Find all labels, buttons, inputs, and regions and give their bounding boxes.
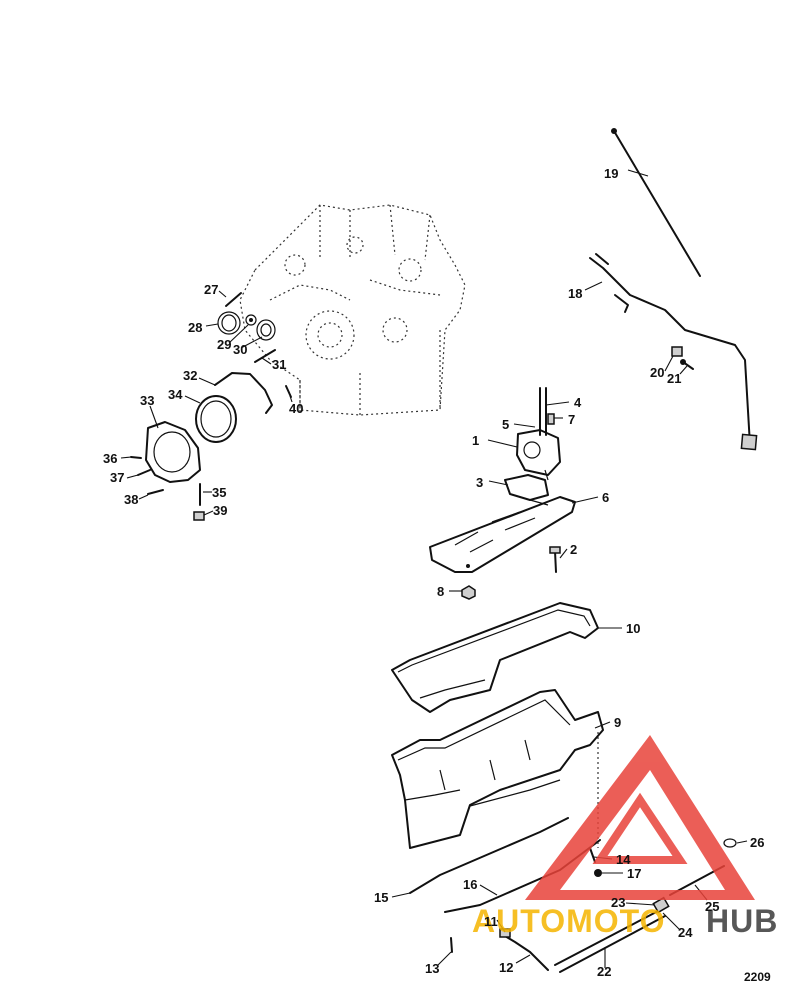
figure-number: 2209 — [744, 970, 771, 984]
windage-tray — [429, 496, 576, 600]
oil-pan-gasket — [391, 602, 599, 713]
part-label-3: 3 — [476, 475, 483, 490]
part-label-29: 29 — [217, 337, 231, 352]
part-label-28: 28 — [188, 320, 202, 335]
bracket-bolts — [671, 346, 694, 370]
dipstick — [611, 128, 701, 277]
part-label-5: 5 — [502, 417, 509, 432]
part-label-34: 34 — [168, 387, 183, 402]
part-label-38: 38 — [124, 492, 138, 507]
part-label-22: 22 — [597, 964, 611, 979]
part-label-18: 18 — [568, 286, 582, 301]
part-label-23: 23 — [611, 895, 625, 910]
watermark-text-hub: HUB — [706, 903, 778, 939]
oil-pump-assembly — [504, 387, 561, 501]
part-label-36: 36 — [103, 451, 117, 466]
part-label-35: 35 — [212, 485, 226, 500]
part-label-40: 40 — [289, 401, 303, 416]
part-label-39: 39 — [213, 503, 227, 518]
part-label-20: 20 — [650, 365, 664, 380]
part-label-24: 24 — [678, 925, 693, 940]
part-label-16: 16 — [463, 877, 477, 892]
rear-seal-components — [130, 292, 292, 521]
leader-lines — [120, 290, 748, 968]
part-label-27: 27 — [204, 282, 218, 297]
part-label-15: 15 — [374, 890, 388, 905]
part-label-17: 17 — [627, 866, 641, 881]
part-label-6: 6 — [602, 490, 609, 505]
dipstick-tube — [584, 253, 758, 451]
part-label-10: 10 — [626, 621, 640, 636]
engine-block-outline — [239, 204, 466, 416]
part-label-32: 32 — [183, 368, 197, 383]
part-label-21: 21 — [667, 371, 681, 386]
part-label-25: 25 — [705, 899, 719, 914]
part-label-12: 12 — [499, 960, 513, 975]
part-label-30: 30 — [233, 342, 247, 357]
part-label-2: 2 — [570, 542, 577, 557]
part-label-31: 31 — [272, 357, 286, 372]
watermark-logo: AUTOMOTO HUB — [472, 735, 778, 939]
oil-pan — [391, 689, 604, 849]
part-label-1: 1 — [472, 433, 479, 448]
part-label-11: 11 — [484, 914, 498, 929]
part-label-8: 8 — [437, 584, 444, 599]
part-label-14: 14 — [616, 852, 631, 867]
part-label-37: 37 — [110, 470, 124, 485]
part-label-7: 7 — [568, 412, 575, 427]
part-label-13: 13 — [425, 961, 439, 976]
part-label-33: 33 — [140, 393, 154, 408]
part-label-9: 9 — [614, 715, 621, 730]
part-label-19: 19 — [604, 166, 618, 181]
part-number-labels: 1 2 3 4 5 6 7 8 9 10 11 12 13 14 15 16 1… — [103, 166, 764, 979]
watermark-text-automoto: AUTOMOTO — [472, 903, 665, 939]
part-label-26: 26 — [750, 835, 764, 850]
part-label-4: 4 — [574, 395, 582, 410]
